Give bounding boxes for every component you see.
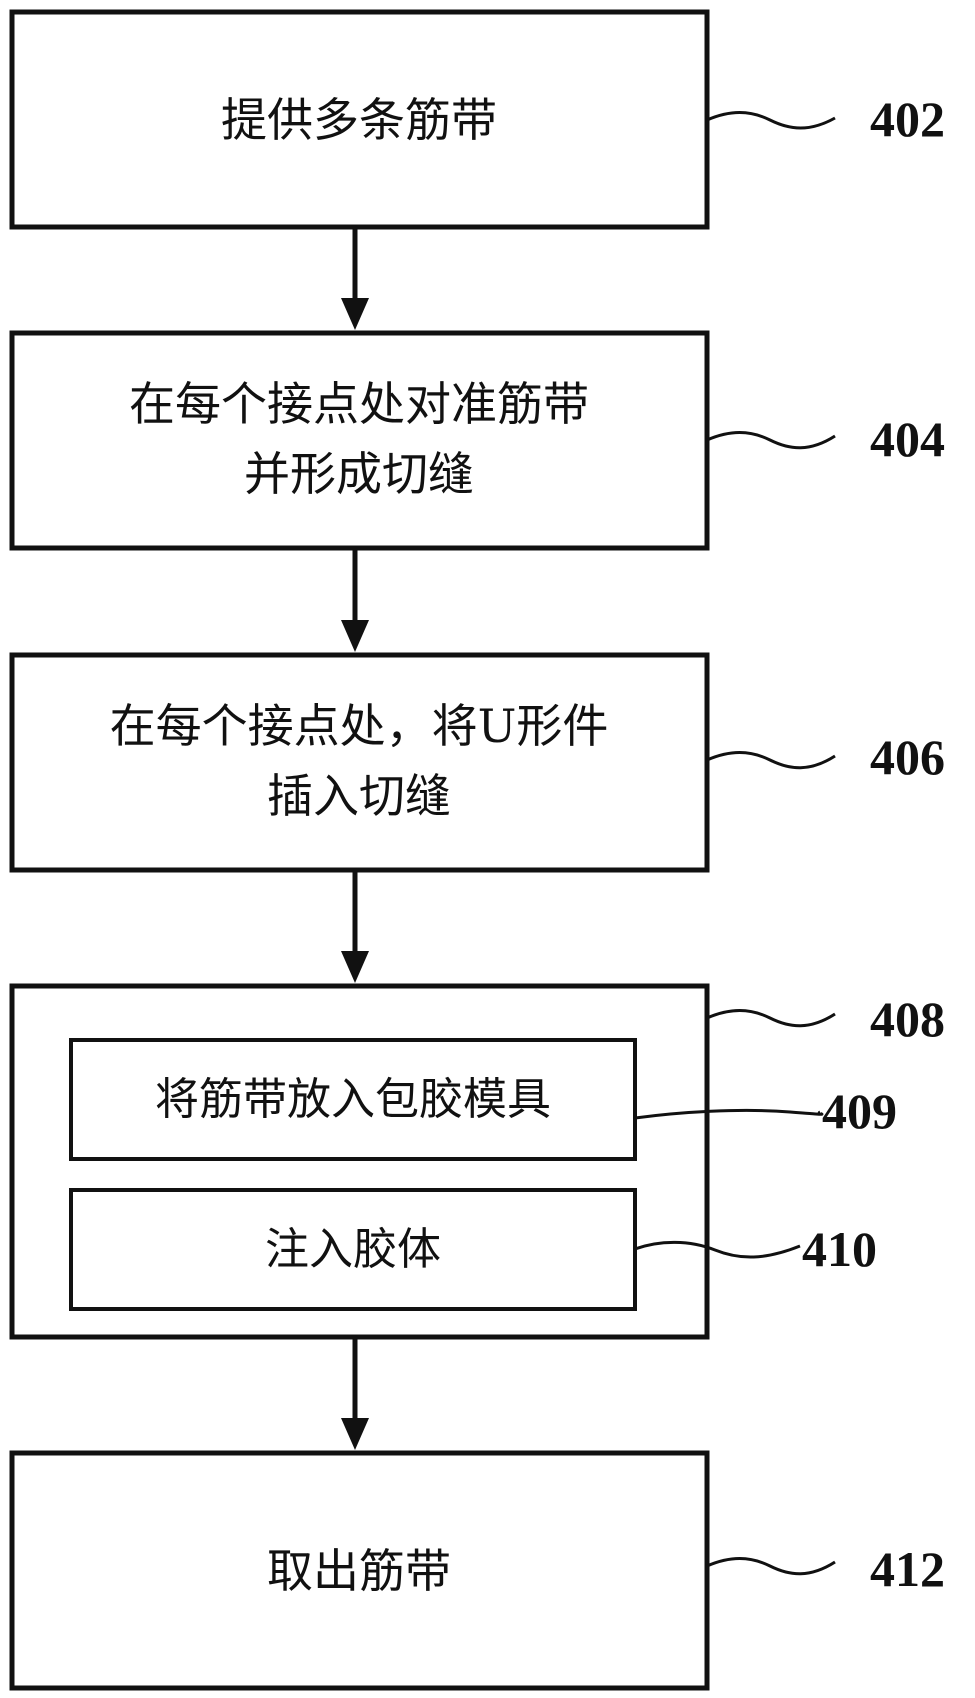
step-404-box <box>9 330 710 551</box>
step-402-ref: 402 <box>870 91 945 147</box>
substep-409-label: 将筋带放入包胶模具 <box>155 1074 551 1125</box>
step-412-label: 取出筋带 <box>267 1544 451 1598</box>
step-408: 408 将筋带放入包胶模具 409 注入胶体 410 <box>9 983 945 1340</box>
step-412-box <box>9 1450 710 1691</box>
arrow-402-404 <box>341 227 369 330</box>
arrow-404-406 <box>341 548 369 652</box>
step-402: 提供多条筋带 402 <box>9 9 945 230</box>
step-406-label-line2: 插入切缝 <box>267 769 451 823</box>
arrow-406-408 <box>341 870 369 983</box>
step-412-leader <box>706 1557 836 1576</box>
step-404: 在每个接点处对准筋带 并形成切缝 404 <box>9 330 945 551</box>
step-402-box <box>9 9 710 230</box>
step-402-label: 提供多条筋带 <box>221 93 497 147</box>
step-406-leader <box>706 751 836 770</box>
substep-409: 将筋带放入包胶模具 409 <box>69 1038 897 1161</box>
substep-410-ref: 410 <box>802 1221 877 1277</box>
substep-410-label: 注入胶体 <box>265 1224 441 1275</box>
substep-409-box <box>69 1038 637 1161</box>
step-408-leader <box>706 1009 836 1028</box>
step-408-ref: 408 <box>870 991 945 1047</box>
substep-410-box <box>69 1188 637 1311</box>
step-406: 在每个接点处，将U形件 插入切缝 406 <box>9 652 945 873</box>
substep-410-leader <box>634 1240 801 1259</box>
step-412-ref: 412 <box>870 1541 945 1597</box>
arrow-408-412 <box>341 1337 369 1450</box>
substep-409-leader <box>634 1108 824 1120</box>
step-402-leader <box>706 111 836 130</box>
step-404-leader <box>706 431 836 450</box>
step-406-ref: 406 <box>870 729 945 785</box>
step-406-label-line1: 在每个接点处，将U形件 <box>110 699 609 753</box>
step-412: 取出筋带 412 <box>9 1450 945 1691</box>
step-406-box <box>9 652 710 873</box>
substep-410: 注入胶体 410 <box>69 1188 877 1311</box>
step-404-label-line1: 在每个接点处对准筋带 <box>129 377 589 431</box>
step-404-label-line2: 并形成切缝 <box>244 447 474 501</box>
substep-409-ref: 409 <box>822 1083 897 1139</box>
step-404-ref: 404 <box>870 411 945 467</box>
